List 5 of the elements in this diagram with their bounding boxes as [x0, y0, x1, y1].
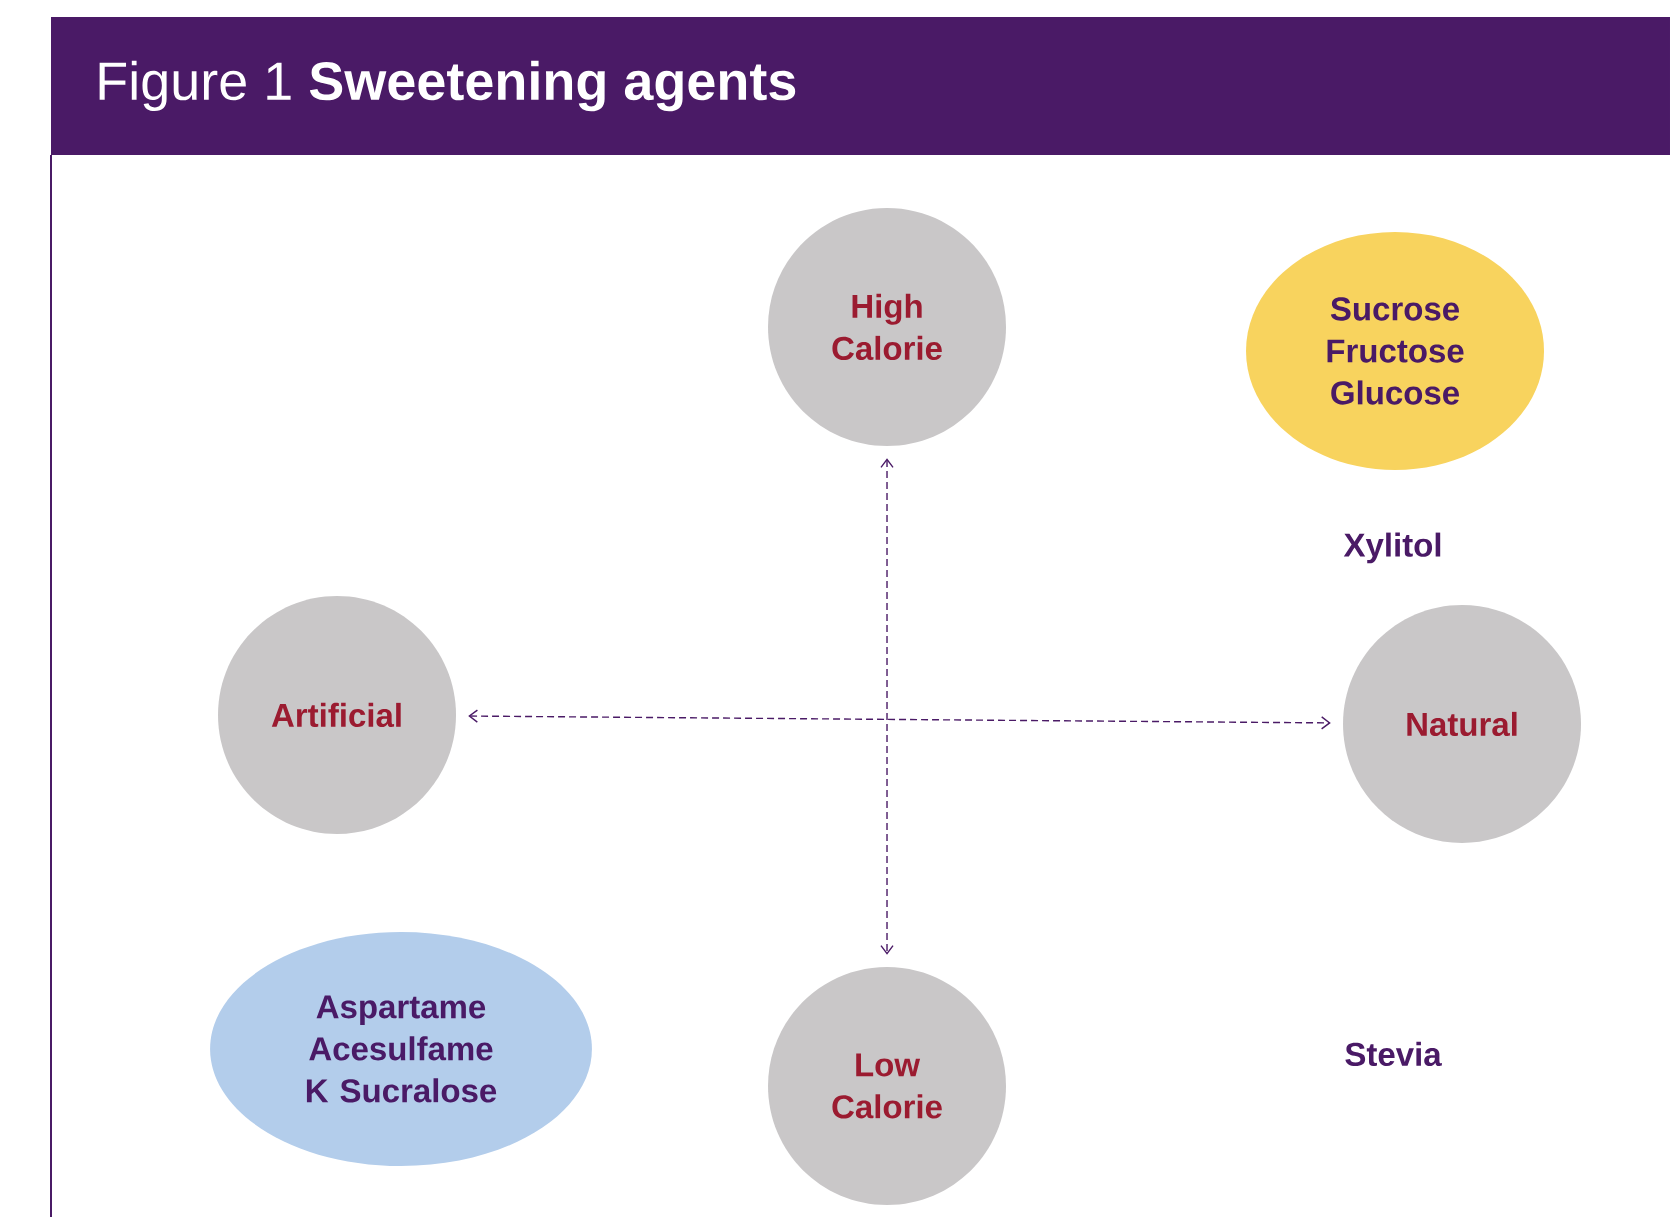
double-arrow [468, 709, 1331, 730]
double-arrow [880, 458, 894, 955]
title-banner: Figure 1 Sweetening agents [51, 17, 1670, 155]
sweetener-label: Stevia [1345, 1041, 1442, 1067]
sweetener-label: Xylitol [1343, 532, 1441, 564]
